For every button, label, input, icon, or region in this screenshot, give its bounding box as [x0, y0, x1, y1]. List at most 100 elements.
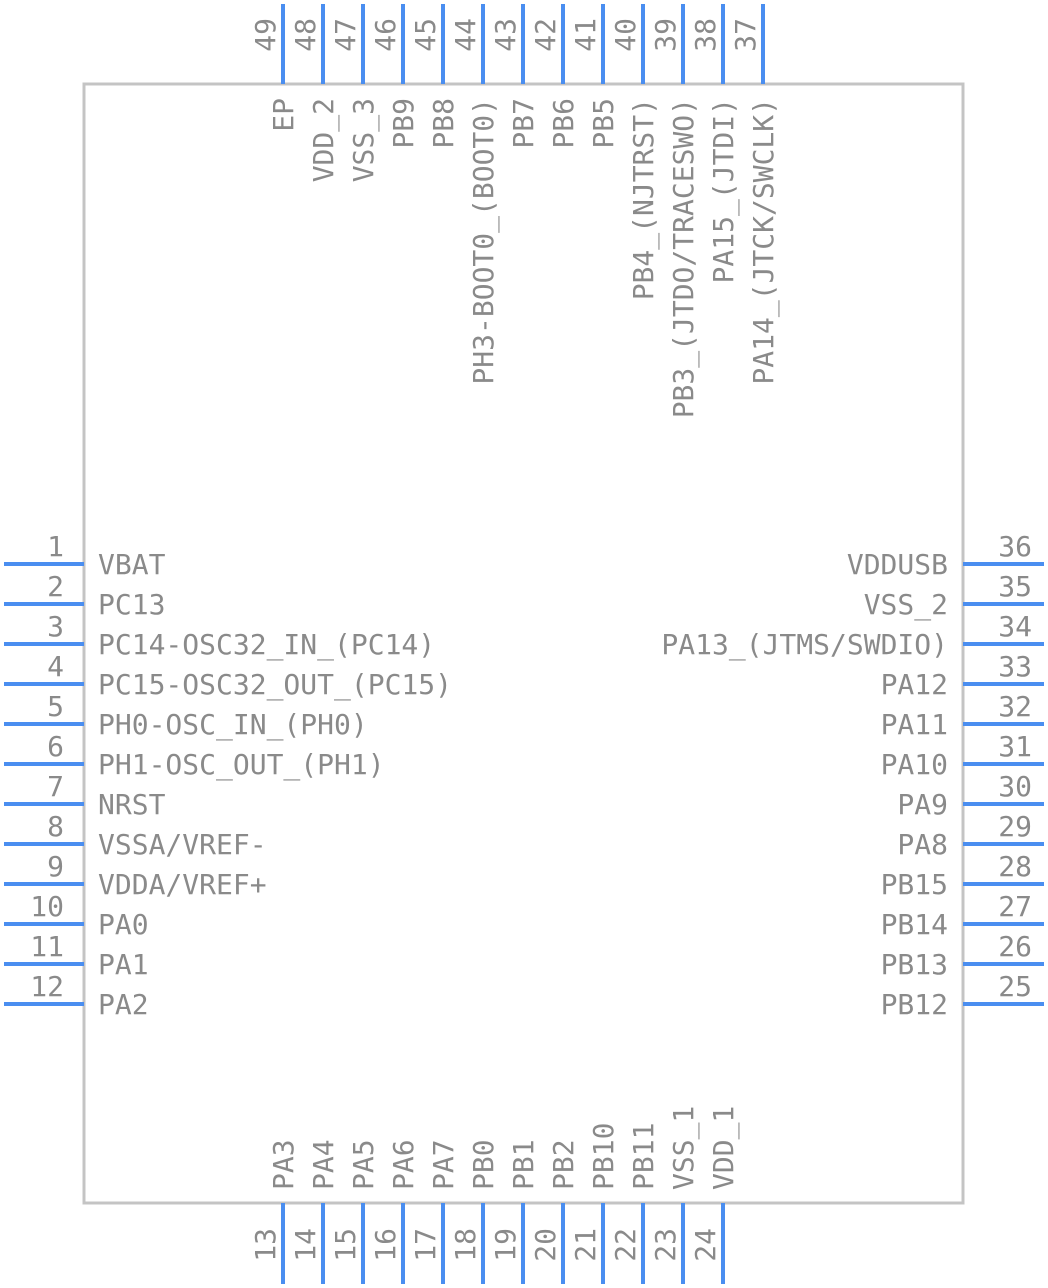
pin-number-22: 22: [609, 1228, 642, 1262]
pin-number-40: 40: [609, 18, 642, 52]
pin-label-11: PA1: [98, 948, 149, 981]
pin-number-8: 8: [47, 810, 64, 843]
pin-label-5: PH0-OSC_IN_(PH0): [98, 708, 368, 742]
pin-number-26: 26: [998, 930, 1032, 963]
pin-number-45: 45: [409, 18, 442, 52]
pin-label-48: VDD_2: [307, 98, 341, 182]
pin-number-5: 5: [47, 690, 64, 723]
pin-number-49: 49: [249, 18, 282, 52]
pin-label-10: PA0: [98, 908, 149, 941]
pin-label-9: VDDA/VREF+: [98, 868, 267, 901]
pin-label-16: PA6: [387, 1139, 420, 1190]
pin-number-38: 38: [689, 18, 722, 52]
pin-number-34: 34: [998, 610, 1032, 643]
pin-number-25: 25: [998, 970, 1032, 1003]
pin-number-1: 1: [47, 530, 64, 563]
pin-number-20: 20: [529, 1228, 562, 1262]
pin-label-20: PB2: [547, 1139, 580, 1190]
pin-number-17: 17: [409, 1228, 442, 1262]
pin-number-47: 47: [329, 18, 362, 52]
pin-label-21: PB10: [587, 1123, 620, 1190]
pin-number-23: 23: [649, 1228, 682, 1262]
pin-number-14: 14: [289, 1228, 322, 1262]
pin-number-15: 15: [329, 1228, 362, 1262]
pin-number-3: 3: [47, 610, 64, 643]
pin-label-35: VSS_2: [864, 588, 948, 622]
pin-label-40: PB4_(NJTRST): [627, 98, 661, 300]
pin-label-6: PH1-OSC_OUT_(PH1): [98, 748, 385, 782]
pin-number-32: 32: [998, 690, 1032, 723]
pin-label-3: PC14-OSC32_IN_(PC14): [98, 628, 435, 662]
pin-number-46: 46: [369, 18, 402, 52]
pin-label-42: PB6: [547, 98, 580, 149]
pin-label-33: PA12: [881, 668, 948, 701]
pin-label-39: PB3_(JTDO/TRACESWO): [667, 98, 701, 418]
pin-number-36: 36: [998, 530, 1032, 563]
pin-label-27: PB14: [881, 908, 948, 941]
pin-number-42: 42: [529, 18, 562, 52]
pin-number-37: 37: [729, 18, 762, 52]
pin-label-37: PA14_(JTCK/SWCLK): [747, 98, 781, 385]
pin-number-28: 28: [998, 850, 1032, 883]
pin-number-39: 39: [649, 18, 682, 52]
pin-number-29: 29: [998, 810, 1032, 843]
pin-label-31: PA10: [881, 748, 948, 781]
pin-number-30: 30: [998, 770, 1032, 803]
pin-number-12: 12: [30, 970, 64, 1003]
pin-number-41: 41: [569, 18, 602, 52]
pin-number-19: 19: [489, 1228, 522, 1262]
pin-number-4: 4: [47, 650, 64, 683]
pin-number-10: 10: [30, 890, 64, 923]
pin-number-7: 7: [47, 770, 64, 803]
pin-label-2: PC13: [98, 588, 165, 621]
pin-label-45: PB8: [427, 98, 460, 149]
pin-number-33: 33: [998, 650, 1032, 683]
pin-label-29: PA8: [897, 828, 948, 861]
pin-number-11: 11: [30, 930, 64, 963]
pin-label-46: PB9: [387, 98, 420, 149]
pin-number-21: 21: [569, 1228, 602, 1262]
pin-label-28: PB15: [881, 868, 948, 901]
pin-label-18: PB0: [467, 1139, 500, 1190]
pin-number-16: 16: [369, 1228, 402, 1262]
pin-label-34: PA13_(JTMS/SWDIO): [661, 628, 948, 662]
pin-number-35: 35: [998, 570, 1032, 603]
pin-label-38: PA15_(JTDI): [707, 98, 741, 283]
pin-number-43: 43: [489, 18, 522, 52]
pin-label-30: PA9: [897, 788, 948, 821]
pin-number-18: 18: [449, 1228, 482, 1262]
pin-label-23: VSS_1: [667, 1106, 701, 1190]
pin-label-43: PB7: [507, 98, 540, 149]
pin-label-44: PH3-BOOT0_(BOOT0): [467, 98, 501, 385]
pin-number-31: 31: [998, 730, 1032, 763]
pin-number-24: 24: [689, 1228, 722, 1262]
pin-label-32: PA11: [881, 708, 948, 741]
pin-label-4: PC15-OSC32_OUT_(PC15): [98, 668, 452, 702]
pin-label-41: PB5: [587, 98, 620, 149]
pin-number-2: 2: [47, 570, 64, 603]
pin-number-48: 48: [289, 18, 322, 52]
pin-label-19: PB1: [507, 1139, 540, 1190]
pin-label-26: PB13: [881, 948, 948, 981]
pin-number-44: 44: [449, 18, 482, 52]
pin-label-1: VBAT: [98, 548, 166, 581]
pin-number-9: 9: [47, 850, 64, 883]
pin-label-8: VSSA/VREF-: [98, 828, 267, 861]
pin-label-15: PA5: [347, 1139, 380, 1190]
pin-label-12: PA2: [98, 988, 149, 1021]
pin-label-13: PA3: [267, 1139, 300, 1190]
pin-label-17: PA7: [427, 1139, 460, 1190]
pin-label-49: EP: [267, 98, 300, 132]
pin-label-47: VSS_3: [347, 98, 381, 182]
pin-label-25: PB12: [881, 988, 948, 1021]
pin-number-27: 27: [998, 890, 1032, 923]
pin-label-7: NRST: [98, 788, 166, 821]
pin-label-14: PA4: [307, 1139, 340, 1190]
pin-label-22: PB11: [627, 1123, 660, 1190]
pin-number-13: 13: [249, 1228, 282, 1262]
pin-label-24: VDD_1: [707, 1106, 741, 1190]
pin-label-36: VDDUSB: [847, 548, 948, 581]
pin-number-6: 6: [47, 730, 64, 763]
